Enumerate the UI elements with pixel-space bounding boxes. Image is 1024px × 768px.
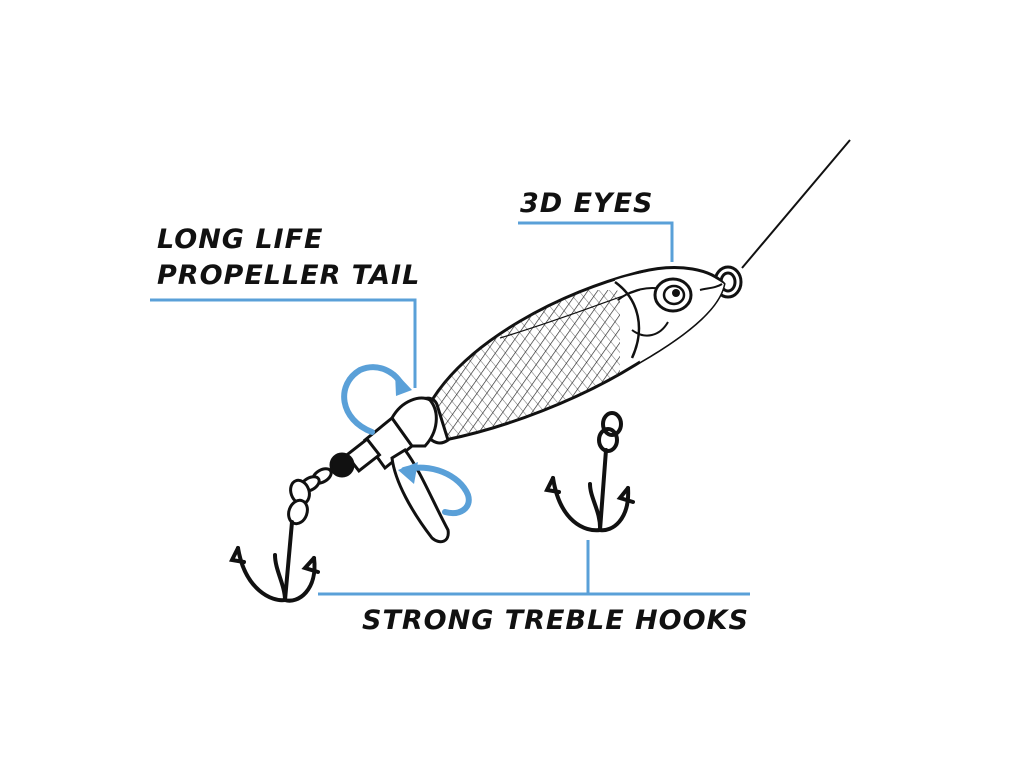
treble-hook-icon <box>229 520 320 603</box>
propeller-label-line1: LONG LIFE <box>157 224 324 255</box>
eyes-leader-line <box>518 221 674 262</box>
eyes-label: 3D EYES <box>520 188 654 219</box>
rotation-arrow-icon <box>341 364 472 516</box>
fishing-line <box>741 139 851 269</box>
propeller-blade <box>390 448 450 544</box>
hooks-label: STRONG TREBLE HOOKS <box>362 605 749 636</box>
propeller-leader-line <box>150 298 417 388</box>
3d-eye-icon <box>653 277 693 313</box>
swivel-chain <box>287 452 355 526</box>
callout-lines <box>150 221 750 596</box>
propeller-label-line2: PROPELLER TAIL <box>157 260 421 291</box>
fish-lure-drawing <box>416 266 726 445</box>
rotation-arrowheads <box>395 372 418 484</box>
belly-treble-hook-icon <box>544 411 635 533</box>
